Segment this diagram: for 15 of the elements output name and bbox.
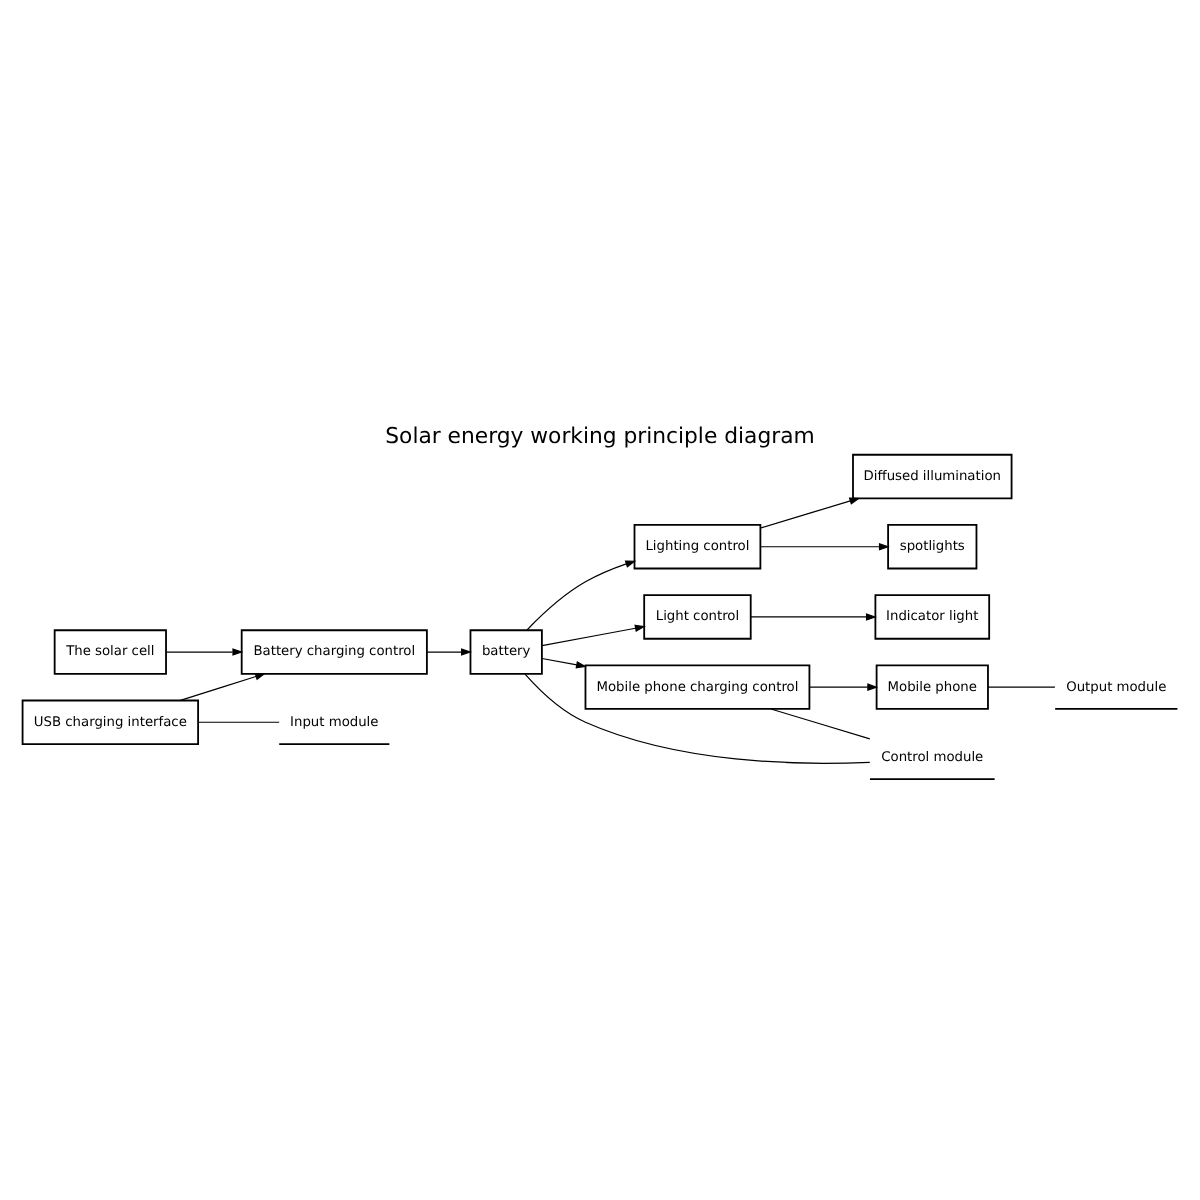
arrow xyxy=(541,624,646,647)
arrow xyxy=(165,648,244,656)
connector xyxy=(987,686,1056,688)
connector xyxy=(524,673,871,764)
arrow xyxy=(760,497,861,529)
arrow xyxy=(808,683,879,691)
arrow xyxy=(179,672,266,702)
connector xyxy=(770,708,871,740)
diagram-title: Solar energy working principle diagram xyxy=(385,423,815,450)
connector xyxy=(197,721,280,723)
arrow xyxy=(526,560,637,631)
arrow xyxy=(750,613,877,621)
arrow xyxy=(541,657,587,669)
arrow xyxy=(426,648,472,656)
arrow xyxy=(760,542,890,551)
